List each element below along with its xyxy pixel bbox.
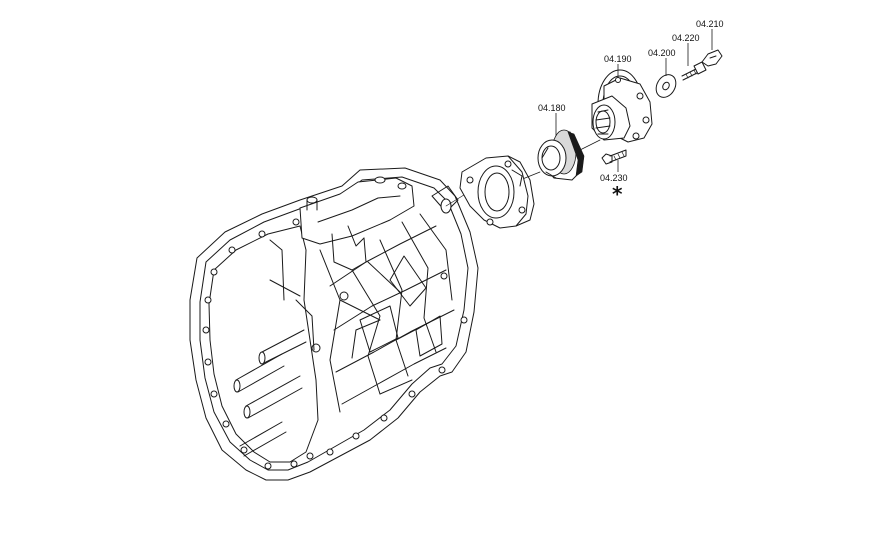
asterisk-marker: * — [612, 182, 623, 206]
part-04-230-bolt — [601, 149, 627, 165]
part-04-190-output-flange — [591, 69, 653, 143]
label-04-210: 04.210 — [696, 19, 724, 29]
part-04-220-screw — [681, 61, 707, 81]
label-04-190: 04.190 — [604, 54, 632, 64]
label-04-230: 04.230 — [600, 173, 628, 183]
housing-bolts — [202, 218, 468, 470]
label-04-220: 04.220 — [672, 33, 700, 43]
housing-shafts — [233, 329, 307, 457]
part-labels: 04.180 04.190 04.200 04.220 04.210 04.23… — [538, 19, 724, 206]
transmission-housing — [189, 167, 479, 481]
leader-lines — [555, 29, 713, 172]
part-04-180-bearing — [537, 129, 585, 181]
part-04-210-locking-plate — [701, 49, 723, 67]
housing-ribs — [269, 213, 455, 413]
bearing-cover — [459, 155, 535, 229]
label-04-200: 04.200 — [648, 48, 676, 58]
part-04-200-washer — [655, 74, 677, 98]
label-04-180: 04.180 — [538, 103, 566, 113]
